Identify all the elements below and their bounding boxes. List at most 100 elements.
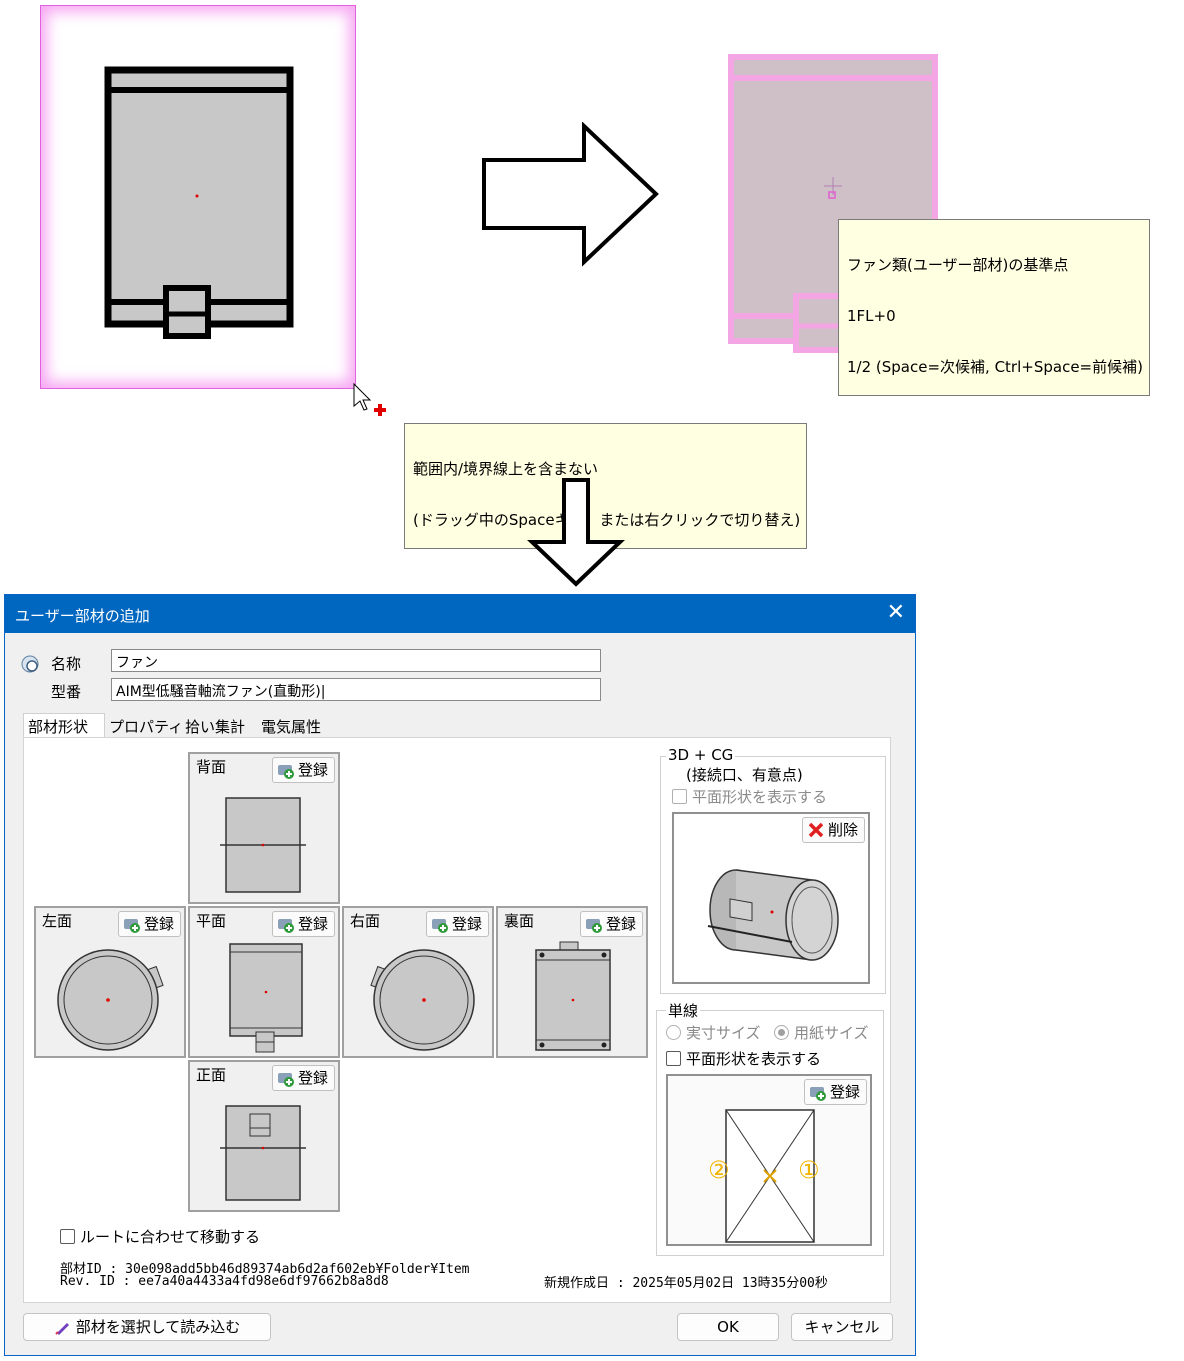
rev-id: Rev. ID : ee7a40a4433a4fd98e6df97662b8a8… xyxy=(60,1274,389,1289)
front-view-drawing xyxy=(220,1105,306,1201)
part-icon xyxy=(21,655,39,673)
group-single xyxy=(656,1010,884,1256)
range-tooltip: 範囲内/境界線上を含まない (ドラッグ中のSpaceキー、または右クリックで切り… xyxy=(404,423,808,549)
dialog-titlebar: ユーザー部材の追加 ✕ xyxy=(5,595,915,633)
mouse-cursor-icon xyxy=(353,382,386,416)
view-3d[interactable]: 削除 xyxy=(672,812,870,984)
radio-paper-icon xyxy=(774,1025,789,1040)
view-left-title: 左面 xyxy=(42,912,73,930)
register-front-label: 登録 xyxy=(297,1069,328,1087)
cancel-button[interactable]: キャンセル xyxy=(791,1313,893,1341)
plan-view-drawing xyxy=(229,943,303,1053)
tab-property[interactable]: プロパティ xyxy=(109,718,184,736)
radio-actual-icon xyxy=(666,1025,681,1040)
created-date: 新規作成日 : 2025年05月02日 13時35分00秒 xyxy=(544,1276,828,1291)
snap-tooltip: ファン類(ユーザー部材)の基準点 1FL+0 1/2 (Space=次候補, C… xyxy=(838,219,1150,396)
register-rear-label: 登録 xyxy=(605,915,636,933)
radio-actual-label: 実寸サイズ xyxy=(686,1024,761,1042)
group-3d-subtitle: (接続口、有意点) xyxy=(686,766,803,784)
snap-tooltip-line1: ファン類(ユーザー部材)の基準点 xyxy=(847,256,1069,274)
connection-marker-1: ① xyxy=(798,1156,820,1184)
range-tooltip-line1: 範囲内/境界線上を含まない xyxy=(413,460,599,478)
ok-button[interactable]: OK xyxy=(677,1313,779,1341)
tab-electric[interactable]: 電気属性 xyxy=(261,718,322,736)
view-rear[interactable]: 裏面 登録 xyxy=(496,906,648,1058)
tab-shape[interactable]: 部材形状 xyxy=(23,713,105,738)
view-plan-title: 平面 xyxy=(196,912,227,930)
down-arrow-icon xyxy=(527,478,625,587)
rear-view-drawing xyxy=(535,941,611,1051)
view-plan[interactable]: 平面 登録 xyxy=(188,906,340,1058)
fan-3d-drawing xyxy=(707,869,839,961)
snap-tooltip-line3: 1/2 (Space=次候補, Ctrl+Space=前候補) xyxy=(847,358,1143,376)
register-single-button[interactable]: 登録 xyxy=(803,1079,867,1105)
radio-actual-size[interactable]: 実寸サイズ xyxy=(666,1022,761,1043)
model-field[interactable]: AIM型低騒音軸流ファン(直動形)| xyxy=(111,678,601,701)
tab-pickup[interactable]: 拾い集計 xyxy=(185,718,246,736)
view-rear-title: 裏面 xyxy=(504,912,535,930)
load-part-button[interactable]: 部材を選択して読み込む xyxy=(23,1313,271,1341)
register-icon xyxy=(585,915,603,933)
show-plan-3d-label: 平面形状を表示する xyxy=(692,788,828,806)
view-single[interactable]: 登録 ② ① xyxy=(666,1074,872,1246)
register-plan-label: 登録 xyxy=(297,915,328,933)
view-back-title: 背面 xyxy=(196,758,227,776)
register-front-button[interactable]: 登録 xyxy=(271,1065,335,1091)
view-front-title: 正面 xyxy=(196,1066,227,1084)
show-plan-3d-checkbox[interactable]: 平面形状を表示する xyxy=(672,786,827,807)
pen-icon xyxy=(54,1318,72,1336)
connection-marker-2: ② xyxy=(708,1156,730,1184)
show-plan-single-label: 平面形状を表示する xyxy=(686,1050,822,1068)
register-icon xyxy=(277,915,295,933)
back-view-drawing xyxy=(220,797,306,893)
snap-tooltip-line2: 1FL+0 xyxy=(847,307,896,325)
model-label: 型番 xyxy=(51,683,82,701)
range-tooltip-line2: (ドラッグ中のSpaceキー、または右クリックで切り替え) xyxy=(413,511,801,529)
register-icon xyxy=(809,1083,827,1101)
radio-paper-label: 用紙サイズ xyxy=(794,1024,869,1042)
group-3d-title: 3D + CG xyxy=(666,746,736,764)
view-back[interactable]: 背面 登録 xyxy=(188,752,340,904)
register-left-label: 登録 xyxy=(143,915,174,933)
route-move-check-icon xyxy=(60,1229,75,1244)
register-single-label: 登録 xyxy=(829,1083,860,1101)
register-icon xyxy=(277,1069,295,1087)
view-left[interactable]: 左面 登録 xyxy=(34,906,186,1058)
name-field[interactable]: ファン xyxy=(111,649,601,672)
delete-3d-button[interactable]: 削除 xyxy=(801,817,865,843)
route-move-label: ルートに合わせて移動する xyxy=(80,1228,261,1246)
left-view-drawing xyxy=(57,949,164,1051)
load-part-label: 部材を選択して読み込む xyxy=(75,1318,241,1336)
close-icon[interactable]: ✕ xyxy=(886,600,905,625)
view-right-title: 右面 xyxy=(350,912,381,930)
show-plan-single-checkbox[interactable]: 平面形状を表示する xyxy=(666,1048,821,1069)
register-right-label: 登録 xyxy=(451,915,482,933)
register-right-button[interactable]: 登録 xyxy=(425,911,489,937)
group-single-title: 単線 xyxy=(666,1000,701,1021)
show-plan-3d-check-icon xyxy=(672,789,687,804)
single-line-drawing xyxy=(725,1109,815,1243)
register-back-label: 登録 xyxy=(297,761,328,779)
group-3d xyxy=(660,756,886,994)
register-icon xyxy=(277,761,295,779)
register-icon xyxy=(431,915,449,933)
add-user-part-dialog: ユーザー部材の追加 ✕ 名称 ファン 型番 AIM型低騒音軸流ファン(直動形)|… xyxy=(4,594,916,1356)
right-arrow-icon xyxy=(482,122,659,267)
fan-selected-drawing xyxy=(104,66,294,339)
register-rear-button[interactable]: 登録 xyxy=(579,911,643,937)
delete-icon xyxy=(807,821,825,839)
register-icon xyxy=(123,915,141,933)
radio-paper-size[interactable]: 用紙サイズ xyxy=(774,1022,869,1043)
view-front[interactable]: 正面 登録 xyxy=(188,1060,340,1212)
dialog-title: ユーザー部材の追加 xyxy=(15,607,150,625)
register-back-button[interactable]: 登録 xyxy=(271,757,335,783)
route-move-checkbox[interactable]: ルートに合わせて移動する xyxy=(60,1226,260,1247)
show-plan-single-check-icon xyxy=(666,1051,681,1066)
part-id: 部材ID : 30e098add5bb46d89374ab6d2af602eb¥… xyxy=(60,1262,470,1277)
name-label: 名称 xyxy=(51,655,82,673)
register-left-button[interactable]: 登録 xyxy=(117,911,181,937)
register-plan-button[interactable]: 登録 xyxy=(271,911,335,937)
right-view-drawing xyxy=(370,949,475,1051)
view-right[interactable]: 右面 登録 xyxy=(342,906,494,1058)
shape-panel: 背面 登録 左面 登録 平面 登録 xyxy=(23,737,891,1303)
